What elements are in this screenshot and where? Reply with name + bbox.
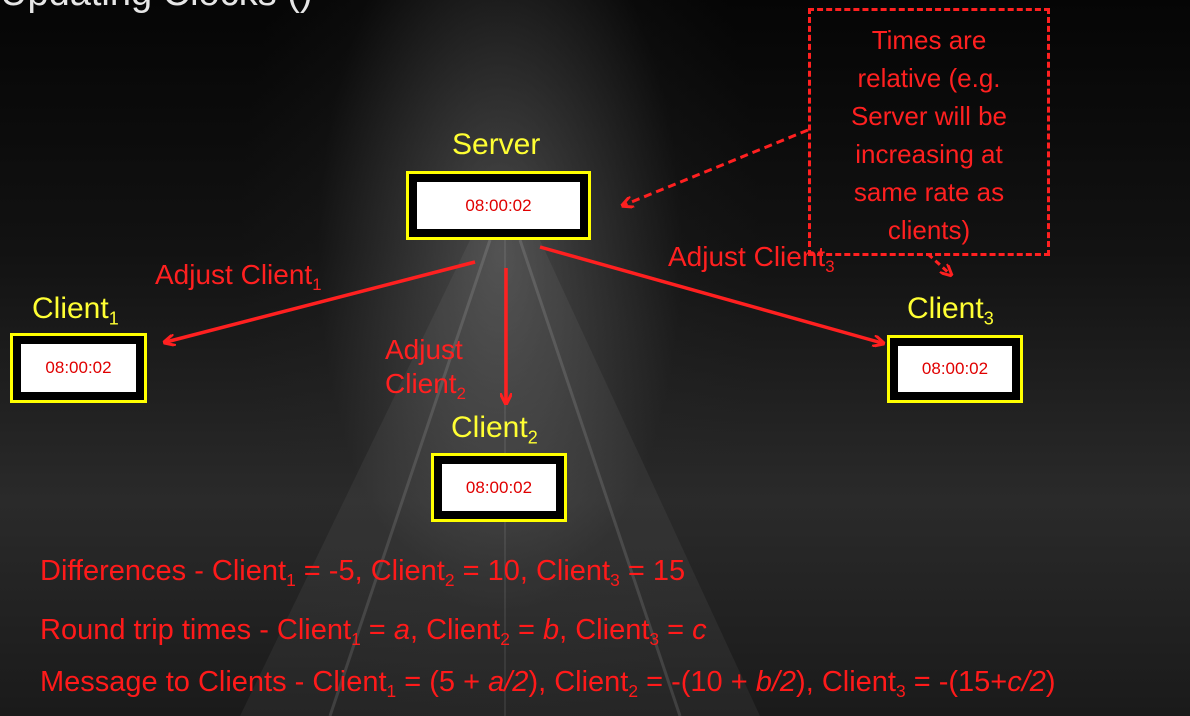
adjust-client-1-label: Adjust Client1 bbox=[155, 259, 322, 294]
client-3-label: Client3 bbox=[907, 292, 994, 329]
relative-times-note: Times are relative (e.g. Server will be … bbox=[808, 8, 1050, 256]
message-line: Message to Clients - Client1 = (5 + a/2)… bbox=[40, 666, 1056, 702]
arrow-to-client-1 bbox=[166, 260, 476, 342]
client-3-clock-box: 08:00:02 bbox=[887, 335, 1023, 403]
server-time: 08:00:02 bbox=[417, 182, 580, 229]
differences-line: Differences - Client1 = -5, Client2 = 10… bbox=[40, 555, 686, 591]
client-2-time: 08:00:02 bbox=[442, 464, 556, 511]
client-2-label: Client2 bbox=[451, 411, 538, 448]
client-1-time: 08:00:02 bbox=[21, 344, 136, 392]
client-1-clock-box: 08:00:02 bbox=[10, 333, 147, 403]
slide-title-fragment: Updating Clocks () bbox=[0, 0, 313, 15]
note-arrow-to-client-3 bbox=[926, 252, 950, 274]
client-1-label: Client1 bbox=[32, 292, 119, 329]
arrow-to-client-3 bbox=[539, 245, 882, 343]
adjust-client-3-label: Adjust Client3 bbox=[668, 241, 835, 276]
round-trip-line: Round trip times - Client1 = a, Client2 … bbox=[40, 614, 707, 650]
client-3-time: 08:00:02 bbox=[898, 346, 1012, 392]
note-arrow-to-server bbox=[624, 128, 809, 205]
client-2-clock-box: 08:00:02 bbox=[431, 453, 567, 522]
server-clock-box: 08:00:02 bbox=[406, 171, 591, 240]
server-label: Server bbox=[452, 128, 541, 161]
